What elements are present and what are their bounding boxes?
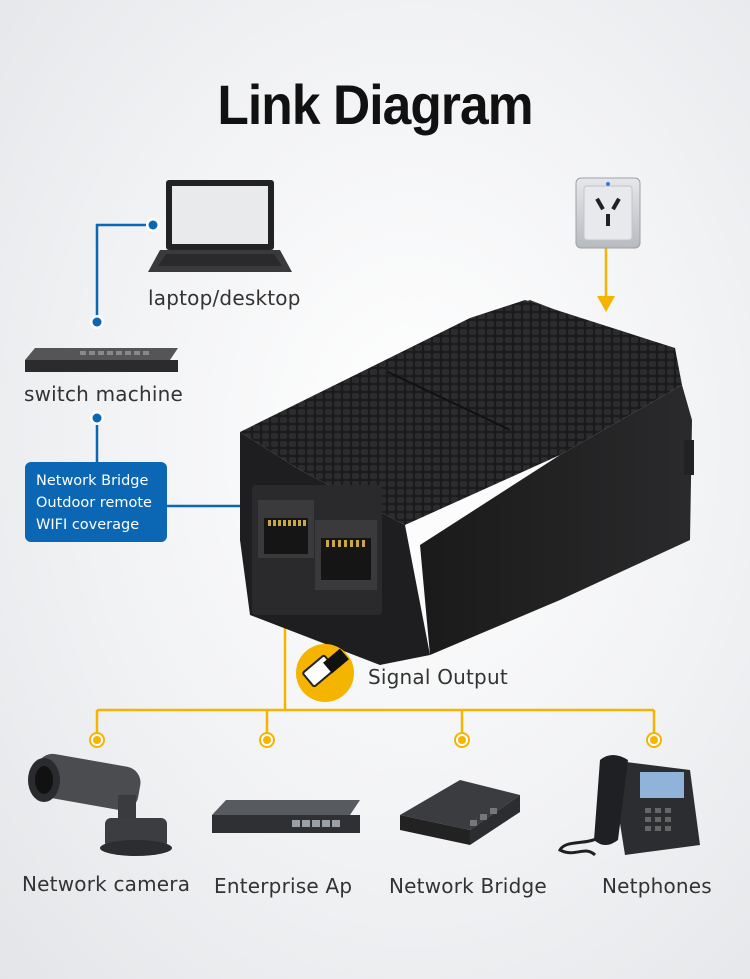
netphones-label: Netphones — [602, 874, 712, 898]
laptop-icon — [148, 180, 292, 272]
rj45-plug-icon — [296, 644, 354, 702]
enterprise-ap-label: Enterprise Ap — [214, 874, 353, 898]
power-socket-icon — [575, 177, 641, 249]
network-bridge-info-box: Network Bridge Outdoor remote WIFI cover… — [25, 462, 167, 542]
power-arrow-icon — [597, 296, 615, 312]
bridge-box-line-2: Outdoor remote — [36, 495, 152, 511]
camera-icon — [28, 753, 172, 856]
network-bridge-label: Network Bridge — [389, 874, 547, 898]
switch-label: switch machine — [24, 382, 183, 406]
router-icon — [212, 800, 360, 833]
page-title: Link Diagram — [217, 73, 533, 136]
orange-connector-dots — [89, 732, 662, 748]
bridge-box-line-3: WIFI coverage — [36, 517, 140, 533]
ip-phone-icon — [558, 755, 700, 857]
bridge-box-line-1: Network Bridge — [36, 473, 149, 489]
switch-icon — [25, 348, 178, 372]
blue-connector-dots — [90, 218, 160, 425]
bridge-device-icon — [400, 780, 520, 845]
signal-output-label: Signal Output — [368, 665, 508, 689]
poe-injector-icon — [240, 300, 694, 665]
camera-label: Network camera — [22, 872, 191, 896]
laptop-label: laptop/desktop — [148, 286, 301, 310]
